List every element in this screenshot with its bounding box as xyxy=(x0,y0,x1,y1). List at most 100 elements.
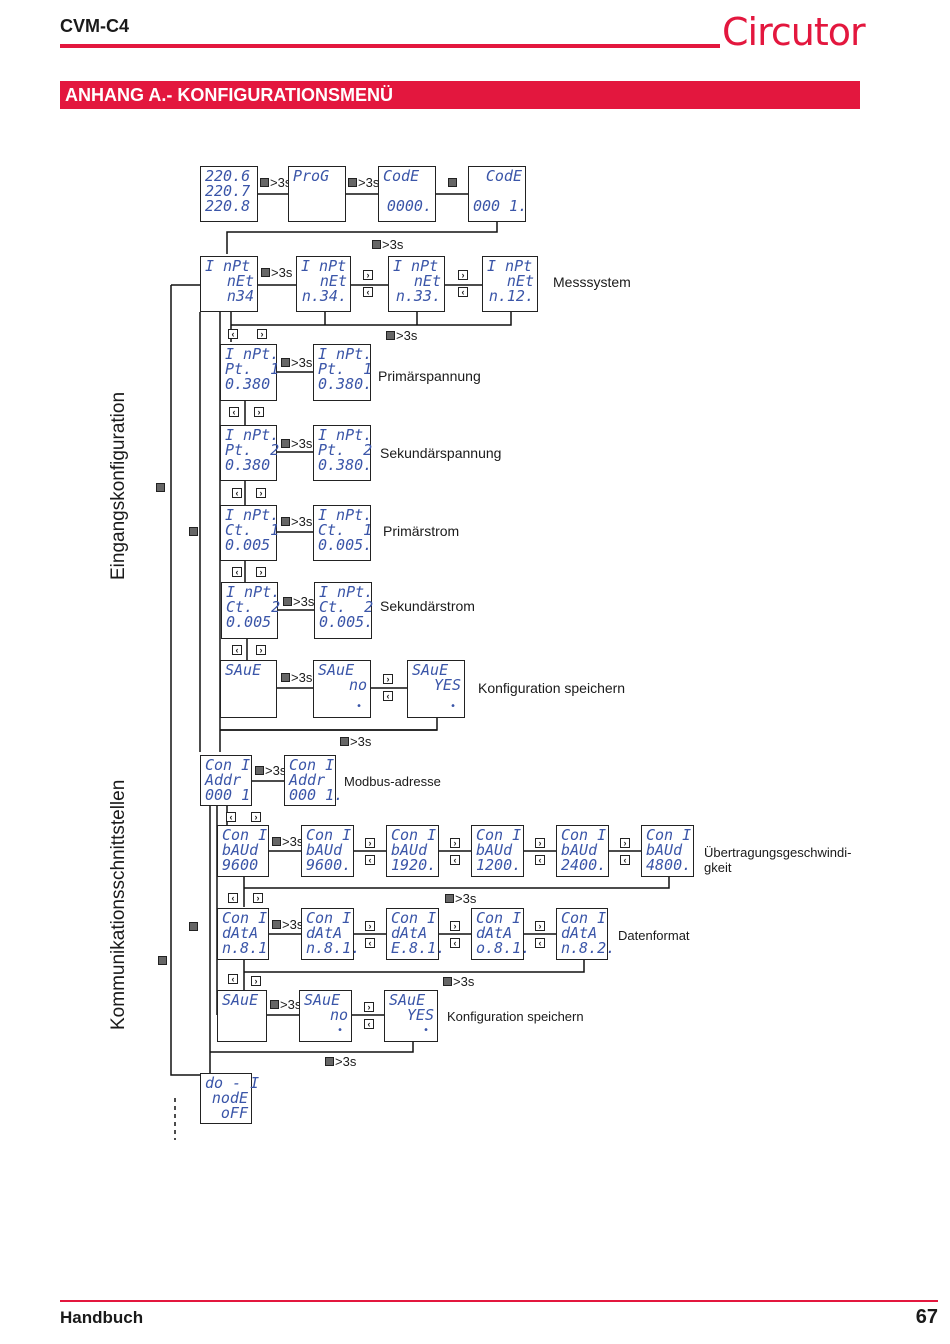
key-icon xyxy=(158,956,167,965)
left-arrow-icon: ‹ xyxy=(535,938,545,948)
hold-label: >3s xyxy=(291,355,313,370)
key-icon xyxy=(283,597,292,606)
left-arrow-icon: ‹ xyxy=(365,855,375,865)
lcd-screen: SAuE xyxy=(220,660,277,718)
left-arrow-icon: ‹ xyxy=(364,1019,374,1029)
right-arrow-icon: › xyxy=(253,893,263,903)
model-title: CVM-C4 xyxy=(60,16,130,36)
hold-label: >3s xyxy=(265,763,287,778)
label-primaerspannung: Primärspannung xyxy=(378,368,481,384)
left-arrow-icon: ‹ xyxy=(383,691,393,701)
right-arrow-icon: › xyxy=(254,407,264,417)
key-icon xyxy=(189,527,198,536)
key-icon xyxy=(281,673,290,682)
hold-label: >3s xyxy=(282,834,304,849)
left-arrow-icon: ‹ xyxy=(450,855,460,865)
left-arrow-icon: ‹ xyxy=(365,938,375,948)
lcd-screen: ProG xyxy=(288,166,346,222)
flow-connectors xyxy=(170,193,670,1140)
label-save-comm: Konfiguration speichern xyxy=(447,1009,584,1024)
footer-manual: Handbuch xyxy=(60,1308,144,1327)
hold-label: >3s xyxy=(396,328,418,343)
key-icon xyxy=(445,894,454,903)
key-icon xyxy=(270,1000,279,1009)
key-icon xyxy=(386,331,395,340)
left-arrow-icon: ‹ xyxy=(229,407,239,417)
key-icon xyxy=(372,240,381,249)
key-icon xyxy=(272,920,281,929)
hold-label: >3s xyxy=(382,237,404,252)
label-sekundaerspannung: Sekundärspannung xyxy=(380,445,502,461)
hold-label: >3s xyxy=(291,514,313,529)
key-icon xyxy=(448,178,457,187)
right-arrow-icon: › xyxy=(257,329,267,339)
hold-label: >3s xyxy=(291,436,313,451)
label-modbus-address: Modbus-adresse xyxy=(344,774,441,789)
right-arrow-icon: › xyxy=(365,921,375,931)
left-arrow-icon: ‹ xyxy=(228,329,238,339)
key-icon xyxy=(325,1057,334,1066)
key-icon xyxy=(261,268,270,277)
left-arrow-icon: ‹ xyxy=(232,488,242,498)
label-messsystem: Messsystem xyxy=(553,274,631,290)
left-arrow-icon: ‹ xyxy=(228,974,238,984)
hold-label: >3s xyxy=(293,594,315,609)
key-icon xyxy=(281,358,290,367)
right-arrow-icon: › xyxy=(256,567,266,577)
section-input-config: Eingangskonfiguration xyxy=(108,391,129,580)
right-arrow-icon: › xyxy=(256,645,266,655)
hold-label: >3s xyxy=(455,891,477,906)
left-arrow-icon: ‹ xyxy=(228,893,238,903)
right-arrow-icon: › xyxy=(256,488,266,498)
right-arrow-icon: › xyxy=(383,674,393,684)
right-arrow-icon: › xyxy=(251,812,261,822)
left-arrow-icon: ‹ xyxy=(450,938,460,948)
left-arrow-icon: ‹ xyxy=(226,812,236,822)
hold-label: >3s xyxy=(453,974,475,989)
right-arrow-icon: › xyxy=(458,270,468,280)
hold-label: >3s xyxy=(291,670,313,685)
footer-rule xyxy=(60,1300,938,1302)
right-arrow-icon: › xyxy=(620,838,630,848)
label-save-input: Konfiguration speichern xyxy=(478,680,626,696)
key-icon xyxy=(348,178,357,187)
key-icon xyxy=(272,837,281,846)
header-rule xyxy=(60,44,720,48)
label-datenformat: Datenformat xyxy=(618,928,690,943)
left-arrow-icon: ‹ xyxy=(535,855,545,865)
right-arrow-icon: › xyxy=(450,838,460,848)
key-icon xyxy=(260,178,269,187)
label-primaerstrom: Primärstrom xyxy=(383,523,460,539)
right-arrow-icon: › xyxy=(251,976,261,986)
left-arrow-icon: ‹ xyxy=(458,287,468,297)
key-icon xyxy=(281,439,290,448)
right-arrow-icon: › xyxy=(363,270,373,280)
left-arrow-icon: ‹ xyxy=(232,645,242,655)
right-arrow-icon: › xyxy=(365,838,375,848)
left-arrow-icon: ‹ xyxy=(363,287,373,297)
